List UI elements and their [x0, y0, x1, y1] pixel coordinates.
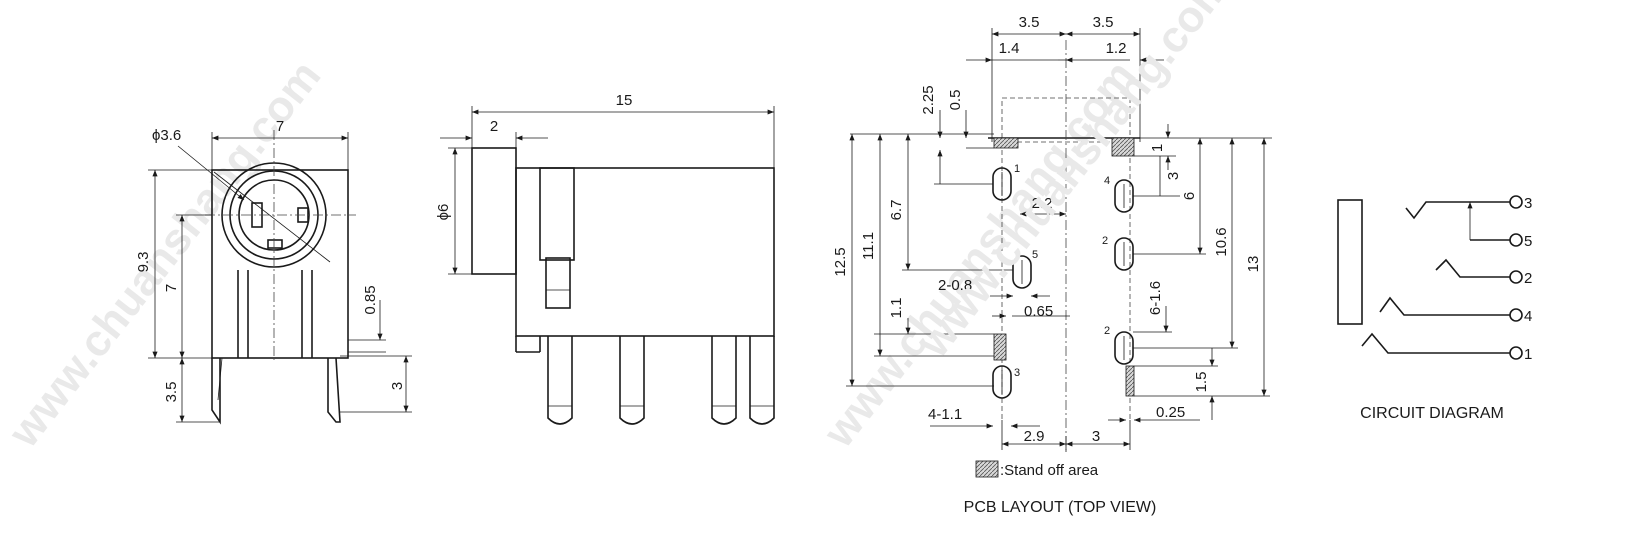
- dim: 1.5: [1193, 372, 1210, 393]
- dim: 10.6: [1213, 227, 1230, 256]
- dim: 4-1.1: [928, 406, 962, 423]
- pad-3: [992, 365, 1012, 399]
- dim: 13: [1245, 256, 1262, 273]
- front-body: [211, 169, 349, 359]
- dim: 2.25: [920, 85, 937, 114]
- dim: 1.2: [1106, 40, 1127, 57]
- dim: 2.9: [1024, 428, 1045, 445]
- circuit-pin-label: 5: [1524, 233, 1532, 250]
- dim: 6: [1181, 192, 1198, 200]
- dim: 0.65: [1024, 303, 1053, 320]
- dim: 3.5: [1019, 14, 1040, 31]
- side-nose: [471, 147, 517, 275]
- dim-3: 3: [389, 382, 406, 390]
- dim: 1.1: [888, 298, 905, 319]
- pin-label: 3: [1014, 367, 1020, 379]
- dim: 3: [1092, 428, 1100, 445]
- dim-width: 7: [276, 118, 284, 135]
- pin-label: 2: [1102, 235, 1108, 247]
- dim: 0.25: [1156, 404, 1185, 421]
- dim: 11.1: [860, 232, 877, 260]
- dim: 1.4: [999, 40, 1020, 57]
- dim-diameter: ϕ3.6: [152, 127, 181, 144]
- circuit-caption: CIRCUIT DIAGRAM: [1360, 405, 1504, 422]
- pcb-caption: PCB LAYOUT (TOP VIEW): [964, 499, 1157, 516]
- circuit-pin-label: 4: [1524, 308, 1532, 325]
- dim: 3.5: [1093, 14, 1114, 31]
- jack-sleeve: [1337, 199, 1363, 325]
- pcb-layout: 1 4 5 2 2 3 3.5 3.5 1.4 1.2 12.5 11.1 6.…: [832, 14, 1272, 516]
- dim: 12.5: [832, 247, 849, 276]
- stand-off-legend: :Stand off area: [1000, 462, 1099, 479]
- circuit-pin-label: 2: [1524, 270, 1532, 287]
- dim-height: 9.3: [135, 252, 152, 273]
- pin-label: 2: [1104, 325, 1110, 337]
- dim-nose-diameter: ϕ6: [435, 204, 452, 221]
- dim-center-height: 7: [163, 284, 180, 292]
- stand-off-swatch: [975, 460, 999, 478]
- dim: 0.5: [947, 90, 964, 111]
- dim-pin-length: 3.5: [163, 382, 180, 403]
- pin-label: 4: [1104, 175, 1110, 187]
- dim-nose: 2: [490, 118, 498, 135]
- front-view: 7 ϕ3.6 9.3 7 3.5 0.85 3: [135, 118, 412, 425]
- pin-label: 1: [1014, 163, 1020, 175]
- side-body: [515, 167, 775, 337]
- dim: 2.2: [1032, 195, 1053, 212]
- circuit-pin-label: 1: [1524, 346, 1532, 363]
- dim: 6.7: [888, 200, 905, 221]
- pad-5: [1012, 255, 1032, 289]
- dim-085: 0.85: [362, 285, 379, 314]
- dim-length: 15: [616, 92, 633, 109]
- dim: 2-0.8: [938, 277, 972, 294]
- side-pins: [547, 336, 775, 425]
- circuit-pin-label: 3: [1524, 195, 1532, 212]
- dim: 3: [1165, 172, 1182, 180]
- dim: 1: [1149, 144, 1166, 152]
- dim: 6-1.6: [1147, 281, 1164, 315]
- pin-label: 5: [1032, 249, 1038, 261]
- circuit-diagram: 3 5 2 4 1 CIRCUIT DIAGRAM: [1337, 195, 1532, 422]
- watermark: www.chuanshang.com: [909, 0, 1241, 367]
- side-view: 15 2 ϕ6: [435, 92, 775, 425]
